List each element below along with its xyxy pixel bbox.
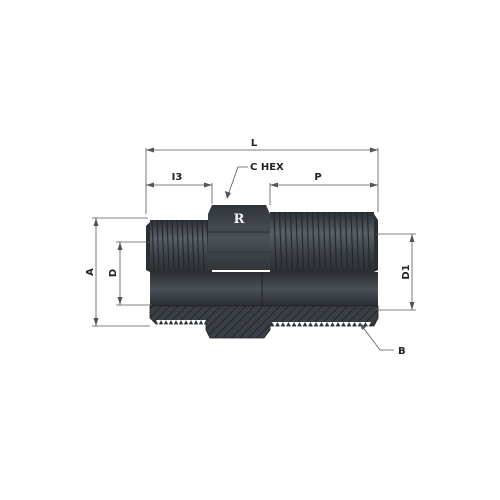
- dim-label-D: D: [108, 269, 119, 277]
- thread-line: [344, 211, 349, 271]
- dimensions: L I3 P C HEX A D: [85, 138, 416, 357]
- thread-tooth: [156, 320, 161, 325]
- thread-tooth: [288, 322, 294, 327]
- thread-tooth: [283, 322, 289, 327]
- thread-line: [201, 219, 205, 271]
- thread-line: [317, 211, 321, 271]
- inner-bore-right: [262, 272, 378, 306]
- thread-tooth: [196, 320, 201, 325]
- fitting-exterior-half: R: [146, 205, 378, 272]
- thread-tooth: [201, 320, 206, 325]
- thread-tooth: [176, 320, 181, 325]
- thread-line: [366, 211, 371, 271]
- thread-line: [322, 211, 327, 271]
- thread-line: [278, 211, 283, 271]
- thread-line: [311, 211, 316, 271]
- dim-label-P: P: [314, 172, 321, 183]
- brand-logo: R: [234, 212, 245, 227]
- thread-tooth: [305, 322, 311, 327]
- thread-tooth: [166, 320, 171, 325]
- thread-tooth: [171, 320, 176, 325]
- fitting-section-half: [149, 272, 379, 339]
- section-wall: [149, 305, 379, 339]
- leader-B: [361, 325, 394, 351]
- thread-tooth: [321, 322, 327, 327]
- thread-tooth: [354, 322, 360, 327]
- dim-label-C-HEX: C HEX: [250, 162, 284, 173]
- thread-tooth: [349, 322, 355, 327]
- thread-tooth: [161, 320, 166, 325]
- thread-tooth: [310, 322, 316, 327]
- thread-line: [273, 211, 277, 271]
- thread-tooth: [343, 322, 349, 327]
- inner-bore-left: [150, 272, 262, 306]
- thread-tooth: [327, 322, 333, 327]
- thread-line: [328, 211, 332, 271]
- thread-tooth: [299, 322, 305, 327]
- thread-line: [284, 211, 288, 271]
- thread-tooth: [277, 322, 283, 327]
- thread-line: [306, 211, 310, 271]
- thread-line: [171, 219, 175, 271]
- thread-line: [295, 211, 299, 271]
- thread-tooth: [332, 322, 338, 327]
- dim-label-B: B: [398, 346, 406, 357]
- thread-line: [166, 219, 170, 271]
- thread-line: [333, 211, 338, 271]
- thread-tooth: [294, 322, 300, 327]
- left-thread-teeth: [156, 320, 206, 325]
- leader-C-HEX: [227, 166, 248, 196]
- dim-label-A: A: [85, 268, 96, 276]
- thread-line: [350, 211, 354, 271]
- thread-line: [339, 211, 343, 271]
- thread-line: [196, 219, 200, 271]
- thread-line: [289, 211, 294, 271]
- thread-line: [156, 219, 160, 271]
- right-thread-teeth: [272, 322, 371, 327]
- thread-line: [161, 219, 165, 271]
- thread-tooth: [360, 322, 366, 327]
- thread-line: [191, 219, 195, 271]
- thread-line: [361, 211, 365, 271]
- thread-tooth: [186, 320, 191, 325]
- thread-line: [355, 211, 360, 271]
- thread-tooth: [316, 322, 322, 327]
- thread-line: [176, 219, 180, 271]
- dim-label-I3: I3: [172, 172, 183, 183]
- thread-tooth: [181, 320, 186, 325]
- hex-nut: [208, 205, 270, 270]
- dim-label-D1: D1: [401, 264, 412, 279]
- thread-tooth: [365, 322, 371, 327]
- thread-tooth: [191, 320, 196, 325]
- thread-line: [186, 219, 190, 271]
- right-thread-lines: [273, 211, 371, 271]
- left-thread-body: [150, 220, 212, 272]
- thread-tooth: [272, 322, 278, 327]
- left-thread-lines: [151, 219, 210, 271]
- thread-line: [151, 219, 155, 271]
- dim-label-L: L: [251, 138, 258, 149]
- thread-line: [181, 219, 185, 271]
- thread-line: [300, 211, 305, 271]
- thread-tooth: [338, 322, 344, 327]
- right-chamfer: [374, 214, 378, 272]
- left-chamfer: [146, 222, 150, 272]
